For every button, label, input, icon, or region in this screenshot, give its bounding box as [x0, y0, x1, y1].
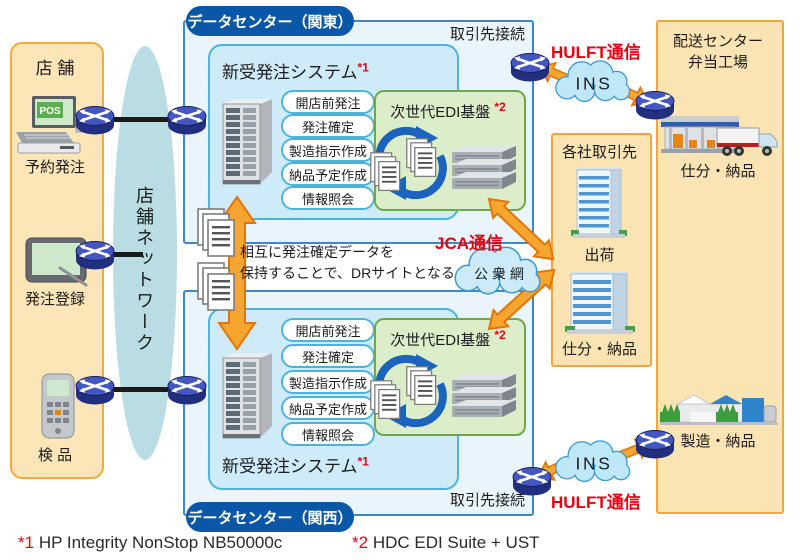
router-icon	[635, 430, 675, 459]
dc-kanto-tab: データセンター（関東）	[186, 6, 354, 36]
delivery-center-title-line2: 弁当工場	[687, 54, 748, 71]
ins-cloud-bottom: INS	[555, 440, 631, 483]
function-pill: 製造指示作成	[281, 138, 375, 162]
router-icon	[167, 376, 207, 405]
link-pos-to-dc	[95, 117, 187, 122]
dc-kansai-edi-server-rack-icon	[452, 374, 516, 417]
function-pill: 発注確定	[281, 114, 375, 138]
order-entry-terminal-icon	[25, 237, 88, 287]
router-icon	[167, 106, 207, 135]
warehouse-truck-icon	[661, 116, 778, 156]
dc-kansai-server-tower-icon	[222, 353, 272, 439]
dc-kanto-edi-server-rack-icon	[452, 146, 516, 189]
factory-icon	[660, 394, 778, 425]
router-icon	[75, 241, 115, 270]
inspection-label: 検 品	[37, 447, 73, 464]
dc-kansai-system-title: 新受発注システム*1	[222, 454, 369, 476]
function-pill: 情報照会	[281, 186, 375, 210]
function-pill: 製造指示作成	[281, 370, 375, 394]
delivery-sorting-label: 仕分・納品	[680, 163, 756, 180]
router-icon	[510, 53, 550, 82]
dc-kansai-edi-footnote-mark: *2	[494, 328, 506, 342]
ins-bottom-label: INS	[576, 453, 613, 473]
dc-kanto-partner-connection-label: 取引先接続	[449, 26, 525, 43]
dr-note-line1: 相互に発注確定データを	[240, 244, 394, 260]
store-network-label: 店舗ネットワーク	[134, 186, 154, 354]
order-entry-label: 発注登録	[24, 291, 85, 308]
router-icon	[635, 91, 675, 120]
pos-terminal-icon: POS	[16, 96, 87, 154]
dc-kanto-edi-sync-docs-icon	[370, 126, 447, 200]
dc-kansai-edi-sync-docs-icon	[370, 354, 447, 428]
delivery-center-title-line1: 配送センター	[672, 33, 763, 50]
store-title: 店 舗	[35, 59, 75, 78]
dc-kanto-system-footnote-mark: *1	[357, 60, 369, 75]
footnote-2: *2 HDC EDI Suite + UST	[352, 533, 540, 553]
function-pill: 開店前発注	[281, 318, 375, 342]
ins-cloud-top: INS	[555, 60, 631, 103]
handheld-terminal-icon	[41, 373, 75, 439]
link-handheld-to-dc	[95, 387, 187, 392]
dc-kanto-system-title: 新受発注システム*1	[222, 60, 369, 82]
router-icon	[75, 106, 115, 135]
function-pill: 納品予定作成	[281, 162, 375, 186]
function-pill: 納品予定作成	[281, 396, 375, 420]
dc-kansai-edi-title: 次世代EDI基盤 *2	[390, 328, 506, 349]
dc-kansai-partner-connection-label: 取引先接続	[449, 492, 525, 509]
dc-kansai-system-footnote-mark: *1	[357, 454, 369, 469]
delivery-center-box	[656, 20, 784, 514]
router-icon	[512, 467, 552, 496]
dc-kanto-server-tower-icon	[222, 99, 272, 185]
function-pill: 情報照会	[281, 422, 375, 446]
order-data-docs-icon	[197, 262, 235, 311]
sorting-label: 仕分・納品	[561, 341, 637, 358]
sorting-building-icon	[565, 272, 635, 334]
hulft-comm-top-label: HULFT通信	[551, 43, 641, 62]
public-network-cloud: 公 衆 網	[454, 246, 541, 295]
footnote-1-mark: *1	[18, 533, 35, 552]
footnote-1-text: HP Integrity NonStop NB50000c	[38, 533, 283, 552]
dr-note-line2: 保持することで、DRサイトとなる	[240, 265, 455, 281]
shipping-label: 出荷	[584, 247, 615, 264]
delivery-center-title: 配送センター 弁当工場	[656, 30, 780, 72]
hulft-comm-bottom-label: HULFT通信	[551, 493, 641, 512]
footnote-1: *1 HP Integrity NonStop NB50000c	[18, 533, 282, 553]
function-pill: 開店前発注	[281, 90, 375, 114]
ins-top-label: INS	[576, 73, 613, 93]
order-data-docs-icon	[197, 208, 235, 257]
dc-kanto-edi-footnote-mark: *2	[494, 100, 506, 114]
footnote-2-text: HDC EDI Suite + UST	[372, 533, 540, 552]
manufacturing-label: 製造・納品	[680, 433, 756, 450]
pos-screen-label: POS	[39, 106, 60, 117]
dc-kanto-edi-title: 次世代EDI基盤 *2	[390, 100, 506, 121]
link-monitor-to-network	[95, 252, 143, 257]
public-network-label: 公 衆 網	[474, 266, 524, 282]
shipping-building-icon	[571, 168, 627, 238]
router-icon	[75, 376, 115, 405]
jca-comm-label: JCA通信	[435, 234, 504, 253]
partner-companies-title: 各社取引先	[561, 144, 637, 161]
dc-kansai-tab: データセンター（関西）	[186, 502, 354, 532]
dr-note: 相互に発注確定データを 保持することで、DRサイトとなる	[240, 242, 455, 284]
footnote-2-mark: *2	[352, 533, 369, 552]
function-pill: 発注確定	[281, 344, 375, 368]
pos-label: 予約発注	[24, 159, 85, 176]
